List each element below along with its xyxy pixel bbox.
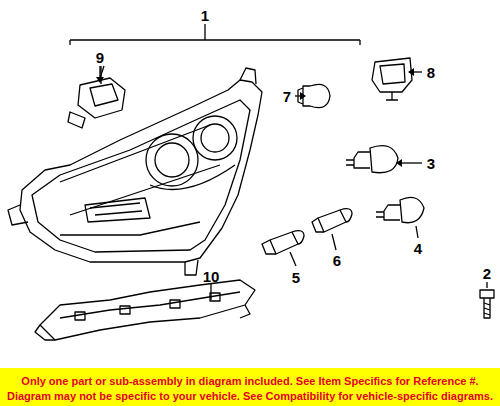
notice-text: Diagram may not be specific to your vehi… [7,391,493,402]
notice-band [0,368,500,406]
callout-number: 4 [414,241,422,256]
callout-number: 10 [203,269,220,284]
notice-text: Only one part or sub-assembly in diagram… [21,376,478,387]
callout-number: 2 [483,266,491,281]
callout-number: 3 [427,156,435,171]
callout-number: 7 [283,89,291,104]
callout-number: 6 [333,253,341,268]
callout-number: 8 [427,65,435,80]
callout-number: 1 [201,8,209,23]
callout-number: 9 [96,50,104,65]
callout-number: 5 [292,270,300,285]
